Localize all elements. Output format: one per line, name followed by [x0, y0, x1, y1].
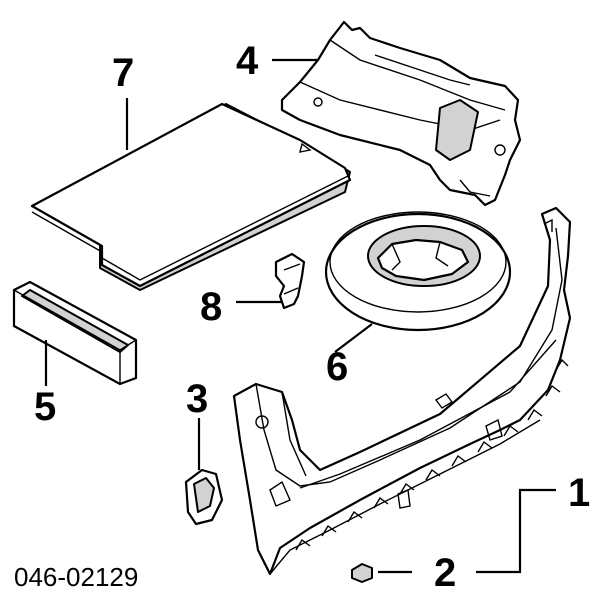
part-1-rear-panel — [232, 206, 572, 576]
callout-5: 5 — [34, 385, 56, 429]
part-2-nut — [351, 563, 373, 583]
callout-8: 8 — [200, 285, 222, 329]
callout-4: 4 — [236, 39, 259, 83]
callout-2: 2 — [434, 551, 456, 595]
part-4-side-trim — [280, 20, 522, 207]
leader-lines — [44, 58, 556, 574]
part-code: 046-02129 — [14, 562, 138, 592]
part-7-trunk-mat — [30, 102, 352, 291]
callout-6: 6 — [326, 345, 348, 389]
part-3-clip — [184, 468, 224, 526]
part-8-clip — [274, 252, 306, 310]
callout-7: 7 — [112, 51, 134, 95]
callout-1: 1 — [568, 471, 590, 515]
part-6-wheel-cover — [324, 211, 512, 332]
callout-3: 3 — [186, 377, 208, 421]
part-5-trim-bar — [12, 280, 138, 386]
